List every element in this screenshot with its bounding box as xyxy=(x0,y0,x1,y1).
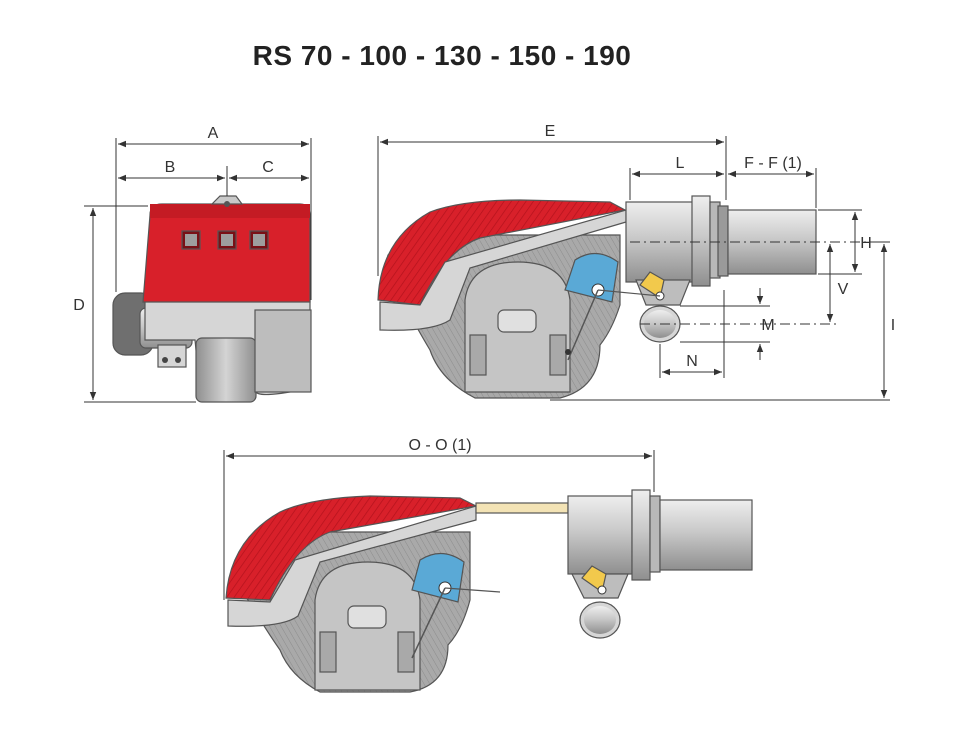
dim-label-i: I xyxy=(891,317,895,334)
extended-view xyxy=(225,489,753,693)
front-view xyxy=(112,195,312,403)
dim-label-e: E xyxy=(545,123,556,140)
dim-label-v: V xyxy=(838,281,849,298)
dim-label-l: L xyxy=(676,155,685,172)
dim-label-n: N xyxy=(686,353,698,370)
dim-label-d: D xyxy=(73,297,85,314)
dim-label-c: C xyxy=(262,159,274,176)
side-dimensions: E L F - F (1) H V M N I xyxy=(377,123,895,401)
dim-label-a: A xyxy=(208,125,219,142)
front-dimensions: A B C D xyxy=(73,125,312,403)
side-view xyxy=(377,195,817,399)
dim-label-b: B xyxy=(165,159,176,176)
dim-label-ff: F - F (1) xyxy=(744,155,802,172)
extended-dimensions: O - O (1) xyxy=(223,437,655,600)
diagram-title: RS 70 - 100 - 130 - 150 - 190 xyxy=(252,40,632,71)
dim-label-m: M xyxy=(761,317,774,334)
dim-label-h: H xyxy=(860,235,872,252)
dim-label-oo: O - O (1) xyxy=(408,437,471,454)
